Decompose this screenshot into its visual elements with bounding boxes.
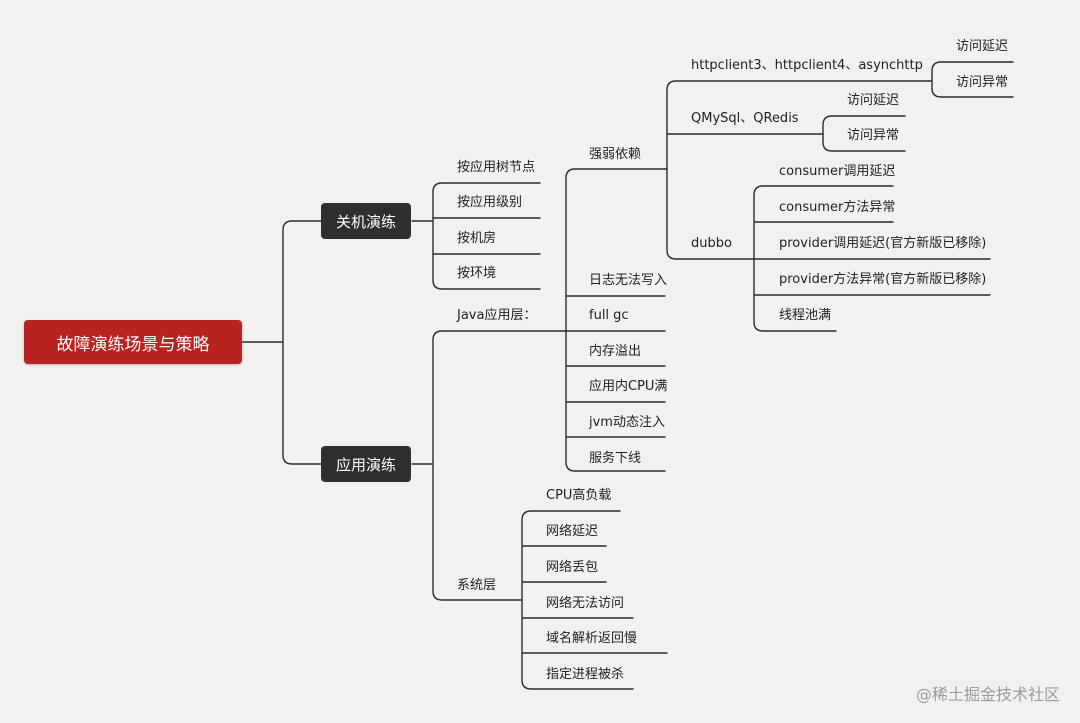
connector-deps — [664, 80, 933, 260]
java-item: jvm动态注入 — [589, 415, 665, 430]
http-item: 访问异常 — [956, 75, 1009, 90]
connector-java — [565, 168, 666, 472]
root-node: 故障演练场景与策略 — [24, 320, 242, 364]
java-item: 服务下线 — [589, 451, 642, 466]
shutdown-item: 按机房 — [457, 231, 497, 246]
dubbo-item: 线程池满 — [779, 308, 832, 323]
connector-root — [241, 220, 322, 465]
http-item: 访问延迟 — [956, 39, 1009, 54]
dubbo-item: consumer方法异常 — [779, 200, 896, 215]
dubbo-item: provider方法异常(官方新版已移除) — [779, 272, 987, 287]
connector-app — [411, 330, 567, 601]
dep-group-dubbo: dubbo — [691, 236, 732, 251]
strong-weak-dependency: 强弱依赖 — [589, 147, 642, 162]
system-item: 指定进程被杀 — [546, 667, 625, 682]
shutdown-item: 按应用树节点 — [457, 160, 536, 175]
system-item: 网络无法访问 — [546, 596, 625, 611]
shutdown-item: 按应用级别 — [457, 195, 523, 210]
connector-system — [507, 510, 668, 690]
mysql-item: 访问异常 — [847, 128, 900, 143]
dubbo-item: provider调用延迟(官方新版已移除) — [779, 236, 987, 251]
java-item: 内存溢出 — [589, 344, 642, 359]
system-item: 网络延迟 — [546, 524, 599, 539]
branch-app-drill: 应用演练 — [321, 446, 411, 482]
watermark: @稀土掘金技术社区 — [915, 685, 1060, 704]
system-item: 域名解析返回慢 — [546, 631, 638, 646]
java-item: 应用内CPU满 — [589, 379, 668, 394]
system-item: CPU高负载 — [546, 488, 612, 503]
java-layer-label: Java应用层： — [457, 308, 537, 323]
mysql-item: 访问延迟 — [847, 93, 900, 108]
dep-group-mysql: QMySql、QRedis — [691, 111, 799, 126]
connector-shutdown — [411, 182, 541, 290]
java-item: 日志无法写入 — [589, 273, 668, 288]
connector-dubbo — [753, 185, 991, 332]
connector-mysql — [822, 115, 906, 152]
java-item: full gc — [589, 308, 629, 323]
system-layer-label: 系统层 — [457, 578, 497, 593]
dep-group-http: httpclient3、httpclient4、asynchttp — [691, 58, 923, 73]
branch-shutdown-drill: 关机演练 — [321, 203, 411, 239]
system-item: 网络丢包 — [546, 560, 599, 575]
dubbo-item: consumer调用延迟 — [779, 164, 896, 179]
connector-http — [931, 61, 1014, 98]
shutdown-item: 按环境 — [457, 266, 497, 281]
